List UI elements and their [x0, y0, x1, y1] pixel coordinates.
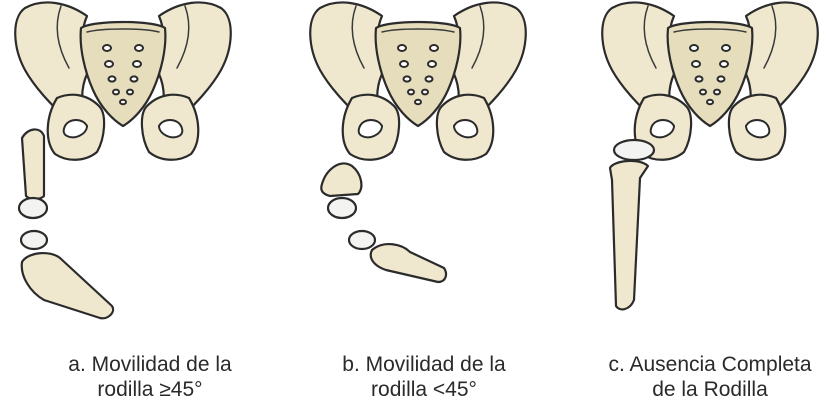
- panel-a-femur: [22, 129, 44, 199]
- caption-panel-c: c. Ausencia Completa de la Rodilla: [580, 352, 837, 402]
- caption-panel-b-line2: rodilla <45°: [294, 377, 554, 402]
- panel-a-lower-leg: [22, 253, 113, 318]
- panel-b-pelvis: [310, 2, 526, 159]
- panel-a-patella-upper: [19, 198, 47, 218]
- caption-panel-c-line2: de la Rodilla: [580, 377, 837, 402]
- panel-b-lower-leg: [371, 244, 446, 282]
- panel-b-femur: [321, 163, 361, 196]
- caption-panel-b: b. Movilidad de la rodilla <45°: [294, 352, 554, 402]
- caption-panel-c-line1: c. Ausencia Completa: [580, 352, 837, 377]
- panel-a-patella-lower: [21, 231, 47, 249]
- panel-c-pelvis: [602, 2, 818, 159]
- panel-c-leg: [610, 161, 648, 309]
- caption-panel-a-line1: a. Movilidad de la: [20, 352, 280, 377]
- panel-c-patella: [614, 140, 654, 160]
- panel-a-pelvis: [15, 2, 231, 159]
- panel-b-illustration: [310, 2, 526, 282]
- caption-panel-a-line2: rodilla ≥45°: [20, 377, 280, 402]
- panel-a-illustration: [15, 2, 231, 318]
- caption-panel-b-line1: b. Movilidad de la: [294, 352, 554, 377]
- caption-panel-a: a. Movilidad de la rodilla ≥45°: [20, 352, 280, 402]
- panel-b-patella-upper: [328, 198, 356, 218]
- panel-b-patella-lower: [349, 231, 375, 249]
- panel-c-illustration: [602, 2, 818, 309]
